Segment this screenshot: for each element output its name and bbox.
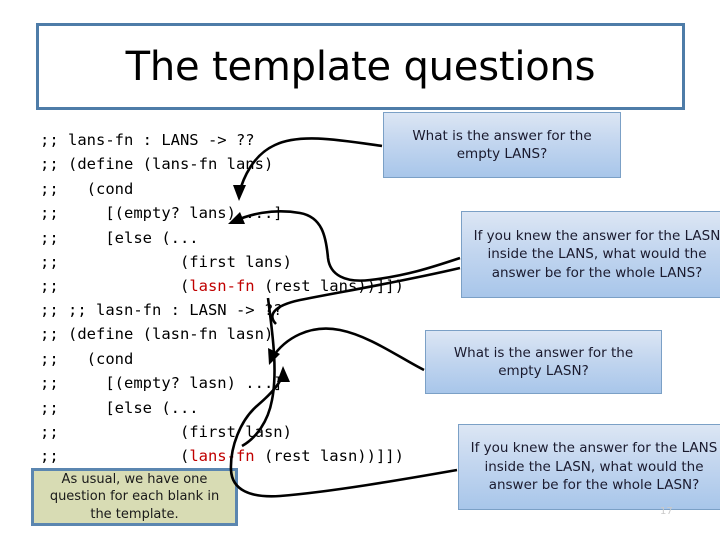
code-token: ;; (define (lans-fn lans) <box>40 155 274 174</box>
code-line: ;; [else (... <box>40 226 404 250</box>
code-line: ;; (lans-fn (rest lasn))]]) <box>40 444 404 468</box>
code-token-highlighted: lasn-fn <box>189 277 255 296</box>
callout-lasn-inside-lans: If you knew the answer for the LASN insi… <box>461 211 720 298</box>
code-line: ;; [else (... <box>40 396 404 420</box>
note-box-one-question-per-blank: As usual, we have one question for each … <box>31 468 238 526</box>
code-token: ;; [(empty? lasn) ...] <box>40 374 283 393</box>
code-token: ;; [else (... <box>40 398 199 417</box>
code-line: ;; (first lans) <box>40 250 404 274</box>
page-title: The template questions <box>125 43 596 90</box>
code-line: ;; (first lasn) <box>40 420 404 444</box>
code-line: ;; lans-fn : LANS -> ?? <box>40 128 404 152</box>
code-token: ;; (cond <box>40 349 134 368</box>
code-block-lans-template: ;; lans-fn : LANS -> ?? ;; (define (lans-… <box>40 128 404 299</box>
code-token: ;; (cond <box>40 179 134 198</box>
callout-empty-lans-text: What is the answer for the empty LANS? <box>412 127 592 163</box>
slide-title-box: The template questions <box>36 23 685 110</box>
code-token: ;; lans-fn : LANS -> ?? <box>40 131 255 149</box>
callout-lasn-inside-lans-text: If you knew the answer for the LASN insi… <box>473 227 720 281</box>
callout-empty-lans: What is the answer for the empty LANS? <box>383 112 621 178</box>
code-token: ;; ( <box>40 447 190 466</box>
code-line: ;; ;; lasn-fn : LASN -> ?? <box>40 298 404 322</box>
code-line: ;; (cond <box>40 177 404 201</box>
code-line: ;; (lasn-fn (rest lans))]]) <box>40 274 404 298</box>
code-token: ;; (first lasn) <box>40 423 292 442</box>
code-token: ;; [else (... <box>40 228 199 247</box>
code-line: ;; (define (lans-fn lans) <box>40 152 404 176</box>
page-number: 17 <box>660 506 673 517</box>
callout-lans-inside-lasn: If you knew the answer for the LANS insi… <box>458 424 720 510</box>
code-token: ;; ( <box>40 277 190 296</box>
callout-empty-lasn-text: What is the answer for the empty LASN? <box>453 344 634 380</box>
code-line: ;; (define (lasn-fn lasn) <box>40 322 404 346</box>
code-token: (rest lasn))]]) <box>254 447 404 466</box>
code-block-lasn-template: ;; ;; lasn-fn : LASN -> ?? ;; (define (la… <box>40 298 404 469</box>
code-token: ;; [(empty? lans) ...] <box>40 204 283 223</box>
callout-empty-lasn: What is the answer for the empty LASN? <box>425 330 662 394</box>
note-box-text: As usual, we have one question for each … <box>49 471 220 522</box>
callout-lans-inside-lasn-text: If you knew the answer for the LANS insi… <box>470 440 718 494</box>
code-token: ;; (first lans) <box>40 253 292 272</box>
code-token: ;; ;; lasn-fn : LASN -> ?? <box>40 301 283 319</box>
code-token-highlighted: lans-fn <box>189 447 255 466</box>
code-token: ;; (define (lasn-fn lasn) <box>40 325 274 344</box>
code-line: ;; (cond <box>40 347 404 371</box>
code-line: ;; [(empty? lasn) ...] <box>40 371 404 395</box>
code-token: (rest lans))]]) <box>254 277 404 296</box>
code-line: ;; [(empty? lans) ...] <box>40 201 404 225</box>
